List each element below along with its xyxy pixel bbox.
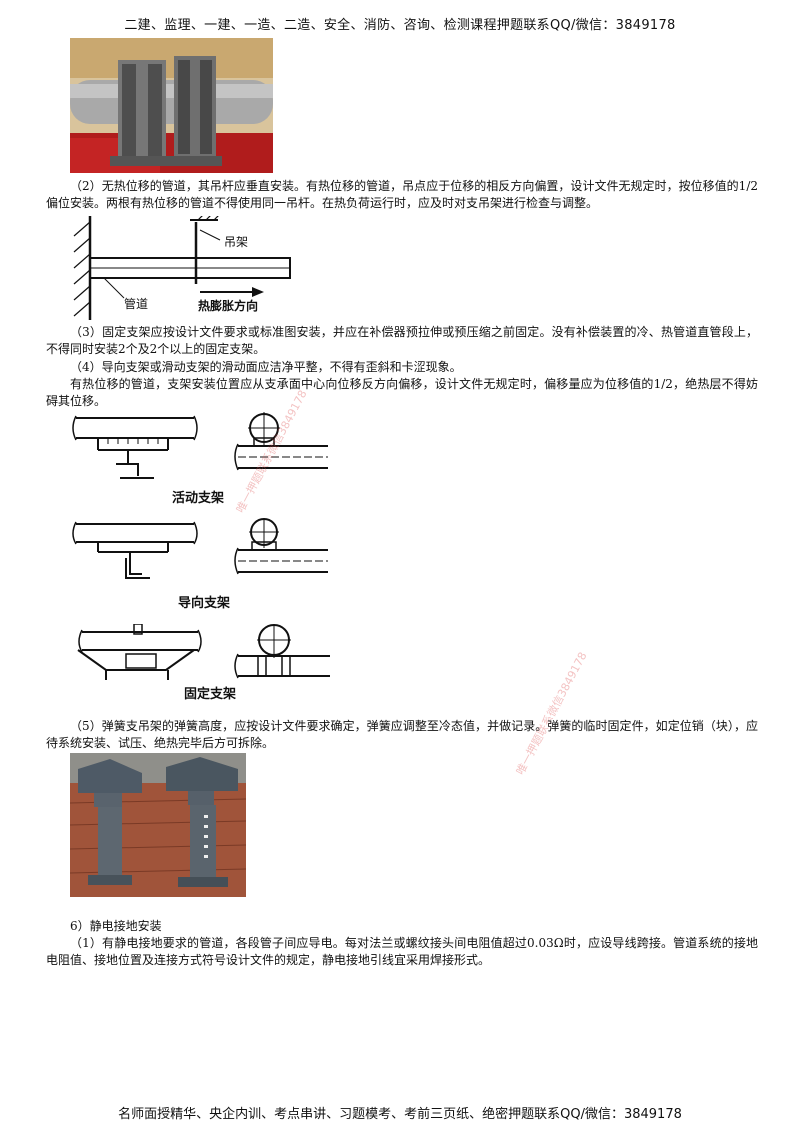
page-footer: 名师面授精华、央企内训、考点串讲、习题模考、考前三页纸、绝密押题联系QQ/微信：… (118, 1107, 682, 1122)
page-header: 二建、监理、一建、一造、二造、安全、消防、咨询、检测课程押题联系QQ/微信：38… (124, 18, 676, 33)
fixed-support-diagram (77, 624, 330, 680)
guide-support-diagram (72, 518, 328, 579)
caption-sliding-support: 活动支架 (172, 491, 225, 506)
pipe-label: 管道 (124, 296, 148, 311)
hanger-label: 吊架 (224, 235, 248, 249)
paragraph-spring-support: （5）弹簧支吊架的弹簧高度，应按设计文件要求确定，弹簧应调整至冷态值，并做记录。… (46, 719, 758, 750)
paragraph-offset-rule: 有热位移的管道，支架安装位置应从支承面中心向位移反方向偏移，设计文件无规定时，偏… (46, 377, 758, 408)
paragraph-hanger-rule: （2）无热位移的管道，其吊杆应垂直安装。有热位移的管道，吊点应于位移的相反方向偏… (46, 179, 758, 210)
caption-fixed-support: 固定支架 (184, 687, 237, 702)
sliding-support-diagram (72, 412, 328, 479)
caption-guide-support: 导向支架 (178, 596, 231, 611)
watermark-2: 唯一押题联系微信3849178 (513, 649, 590, 778)
section-heading-static-grounding: 6）静电接地安装 (70, 919, 162, 933)
pipe-clamp-photo (70, 38, 273, 173)
paragraph-guide-support: （4）导向支架或滑动支架的滑动面应洁净平整，不得有歪斜和卡涩现象。 (70, 360, 462, 374)
hanger-diagram: 吊架 管道 热膨胀方向 (73, 216, 291, 320)
expansion-direction-label: 热膨胀方向 (198, 298, 258, 313)
paragraph-fixed-support: （3）固定支架应按设计文件要求或标准图安装，并应在补偿器预拉伸或预压缩之前固定。… (46, 325, 758, 356)
spring-support-photo (70, 753, 246, 897)
paragraph-static-grounding: （1）有静电接地要求的管道，各段管子间应导电。每对法兰或螺纹接头间电阻值超过0.… (46, 936, 758, 967)
